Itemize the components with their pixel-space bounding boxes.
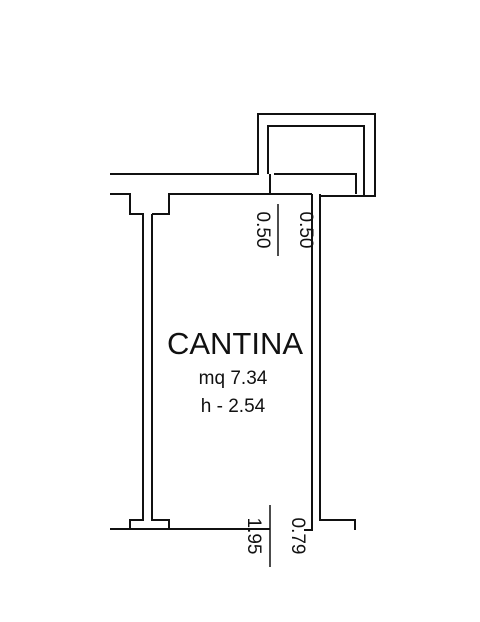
left-wall-outer (110, 193, 144, 530)
right-wall-outer (319, 194, 356, 530)
left-wall-inner (151, 214, 170, 529)
room-area: mq 7.34 (199, 368, 268, 389)
door-bottom-height: 1.95 (243, 518, 264, 555)
right-wall-inner (304, 194, 313, 531)
door-top-height: 0.50 (252, 212, 273, 249)
door-top-width: 0.50 (295, 212, 316, 249)
room-name: CANTINA (167, 326, 303, 361)
door-bottom-width: 0.79 (287, 518, 308, 555)
room-height: h - 2.54 (201, 396, 266, 417)
walls (110, 113, 376, 531)
niche-step (274, 173, 357, 194)
niche-inner (267, 125, 365, 196)
top-wall-inner (152, 193, 312, 215)
